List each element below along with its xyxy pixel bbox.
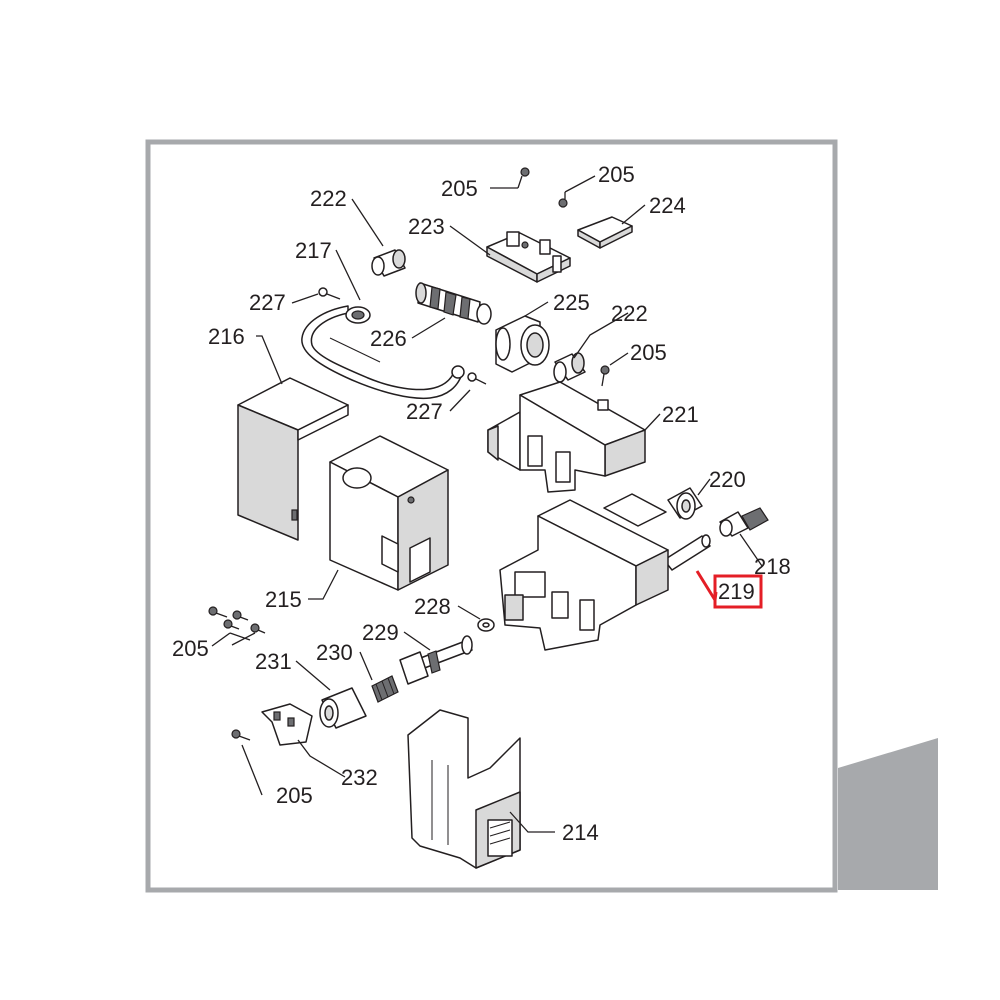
handle-217 bbox=[301, 305, 465, 400]
lever-220 bbox=[667, 487, 703, 520]
screw-205-lower bbox=[231, 729, 251, 741]
spring-230 bbox=[371, 675, 399, 703]
highlight-219 bbox=[695, 570, 763, 609]
label-229: 229 bbox=[362, 620, 399, 645]
label-205-d: 205 bbox=[172, 636, 209, 661]
screw-205-top-left bbox=[517, 167, 530, 189]
label-218: 218 bbox=[754, 554, 791, 579]
label-205-a: 205 bbox=[441, 176, 478, 201]
screw-205-middle bbox=[600, 365, 610, 387]
label-223: 223 bbox=[408, 214, 445, 239]
leader-lines bbox=[211, 175, 763, 833]
label-225: 225 bbox=[553, 290, 590, 315]
label-216: 216 bbox=[208, 324, 245, 349]
screw-227-lower bbox=[467, 372, 487, 385]
upper-frame-221 bbox=[487, 381, 646, 493]
label-220: 220 bbox=[709, 467, 746, 492]
label-224: 224 bbox=[649, 193, 686, 218]
fitting-218 bbox=[719, 507, 769, 537]
screw-227-left bbox=[318, 287, 341, 300]
screw-205-top-right bbox=[558, 192, 568, 208]
label-205-e: 205 bbox=[276, 783, 313, 808]
shaft-226 bbox=[415, 282, 492, 325]
screws-205-left-group bbox=[208, 606, 266, 634]
bracket-223 bbox=[486, 231, 571, 283]
label-215: 215 bbox=[265, 587, 302, 612]
label-232: 232 bbox=[341, 765, 378, 790]
rod-219 bbox=[663, 534, 711, 571]
label-227-b: 227 bbox=[406, 399, 443, 424]
clip-232 bbox=[261, 703, 313, 746]
roller-222-lower bbox=[553, 352, 586, 383]
label-231: 231 bbox=[255, 649, 292, 674]
washer-228 bbox=[477, 618, 495, 632]
roller-222-upper bbox=[371, 249, 406, 277]
label-219: 219 bbox=[718, 579, 755, 604]
base-214 bbox=[407, 709, 521, 869]
side-panel-216 bbox=[237, 377, 349, 541]
label-205-c: 205 bbox=[630, 340, 667, 365]
part-labels: 205 205 224 222 223 217 227 225 226 222 … bbox=[172, 162, 791, 845]
page-corner-shadow bbox=[838, 738, 938, 890]
label-222-a: 222 bbox=[310, 186, 347, 211]
sleeve-231 bbox=[319, 687, 367, 729]
label-214: 214 bbox=[562, 820, 599, 845]
label-230: 230 bbox=[316, 640, 353, 665]
housing-box-215 bbox=[329, 435, 449, 591]
label-228: 228 bbox=[414, 594, 451, 619]
chassis-main bbox=[499, 493, 669, 651]
label-221: 221 bbox=[662, 402, 699, 427]
label-205-b: 205 bbox=[598, 162, 635, 187]
label-217: 217 bbox=[295, 238, 332, 263]
cover-plate-224 bbox=[577, 216, 633, 249]
label-227-a: 227 bbox=[249, 290, 286, 315]
label-222-b: 222 bbox=[611, 301, 648, 326]
label-226: 226 bbox=[370, 326, 407, 351]
valve-stem-229 bbox=[399, 635, 473, 685]
housing-225 bbox=[495, 315, 550, 373]
